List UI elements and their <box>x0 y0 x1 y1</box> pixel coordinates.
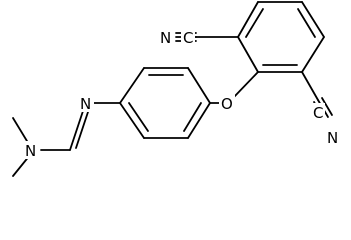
bond-ring1-inner-right <box>183 102 202 132</box>
bond-ring2-a <box>237 36 259 73</box>
bond-ring1-a <box>119 67 145 104</box>
atom-label-nitrile-bottom-c: C <box>313 104 323 122</box>
bond-ring2-inner-left <box>245 8 264 38</box>
bond-ring1-d <box>187 102 211 139</box>
bond-ring2-e <box>301 36 325 73</box>
atom-label-dimethylamino-n: N <box>25 142 36 160</box>
bond-ring-cn-bottom <box>301 71 319 101</box>
atom-label-ether-o: O <box>221 95 233 113</box>
bond-ring1-f <box>119 102 145 139</box>
bond-ch-n-imine-b <box>75 111 89 149</box>
bond-ring2-d <box>301 1 325 38</box>
bond-ch-n-imine-a <box>69 107 85 151</box>
bond-ring1-c <box>187 67 211 104</box>
bond-ring2-inner-right <box>297 8 316 38</box>
bond-triple-bottom-2 <box>321 97 333 116</box>
atom-label-imine-n: N <box>80 95 91 113</box>
bond-o-aryl2 <box>233 71 259 98</box>
atom-label-nitrile-top-c: C <box>183 29 193 47</box>
atom-label-layer: N N O C N C N <box>23 28 341 160</box>
bond-ring2-b <box>237 1 259 38</box>
bond-layer <box>12 1 333 177</box>
structure-canvas: N N O C N C N <box>12 1 341 177</box>
atom-label-nitrile-bottom-n: N <box>327 129 338 147</box>
atom-label-nitrile-top-n: N <box>160 29 171 47</box>
bond-ring1-inner-left <box>128 102 149 132</box>
